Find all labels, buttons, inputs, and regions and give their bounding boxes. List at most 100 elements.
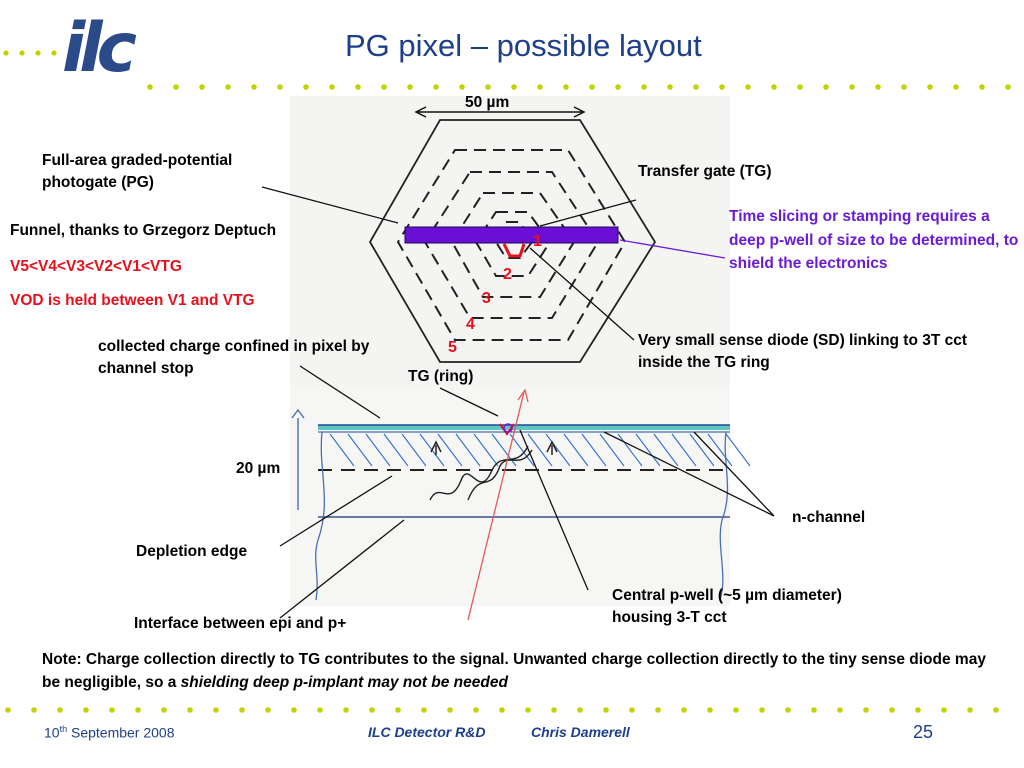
hatch-line xyxy=(671,433,697,467)
decorative-dot xyxy=(343,707,349,713)
decorative-dot xyxy=(251,84,257,90)
decorative-dot xyxy=(147,84,153,90)
decorative-dot xyxy=(225,84,231,90)
ring-number-5: 5 xyxy=(448,339,457,356)
label-time-slicing: Time slicing or stamping requires a deep… xyxy=(729,208,1019,272)
hatch-line xyxy=(599,433,625,467)
decorative-dot xyxy=(837,707,843,713)
decorative-dot xyxy=(771,84,777,90)
width-dimension-label: 50 µm xyxy=(465,94,510,111)
hatch-line xyxy=(635,433,661,467)
decorative-dot xyxy=(641,84,647,90)
decorative-dot xyxy=(109,707,115,713)
central-sense-diode-mark xyxy=(502,243,526,258)
hatch-line xyxy=(509,433,535,467)
top-dot-line-left xyxy=(3,50,57,56)
decorative-dot xyxy=(863,707,869,713)
decorative-dot xyxy=(745,84,751,90)
decorative-dot xyxy=(421,707,427,713)
decorative-dot xyxy=(239,707,245,713)
decorative-dot xyxy=(329,84,335,90)
decorative-dot xyxy=(941,707,947,713)
decorative-dot xyxy=(511,84,517,90)
decorative-dot xyxy=(83,707,89,713)
label-full-area-photogate: Full-area graded-potential photogate (PG… xyxy=(42,152,233,191)
decorative-dot xyxy=(1005,84,1011,90)
decorative-dot xyxy=(525,707,531,713)
decorative-dot xyxy=(901,84,907,90)
ring-number-1: 1 xyxy=(533,233,542,250)
slide-note: Note: Charge collection directly to TG c… xyxy=(42,648,1002,694)
hatch-line xyxy=(347,433,373,467)
decorative-dot xyxy=(967,707,973,713)
decorative-dot xyxy=(199,84,205,90)
hatch-line xyxy=(365,433,391,467)
decorative-dot xyxy=(499,707,505,713)
decorative-dot xyxy=(927,84,933,90)
decorative-dot xyxy=(785,707,791,713)
label-n-channel: n-channel xyxy=(792,509,866,526)
cross-section xyxy=(291,388,751,621)
decorative-dot xyxy=(615,84,621,90)
decorative-dot xyxy=(811,707,817,713)
width-dimension-arrow xyxy=(414,106,586,118)
pixel-diagram xyxy=(261,96,775,621)
hatch-line xyxy=(329,433,355,467)
hatch-line xyxy=(725,433,751,467)
decorative-dot xyxy=(187,707,193,713)
ring-number-3: 3 xyxy=(482,290,491,307)
hatch-line xyxy=(473,433,499,467)
cross-section-background xyxy=(290,386,730,606)
decorative-dot xyxy=(381,84,387,90)
decorative-dot xyxy=(303,84,309,90)
decorative-dot xyxy=(707,707,713,713)
decorative-dot xyxy=(733,707,739,713)
decorative-dot xyxy=(277,84,283,90)
hatch-line xyxy=(455,433,481,467)
hatch-line xyxy=(383,433,409,467)
decorative-dot xyxy=(5,707,11,713)
hatch-line xyxy=(563,433,589,467)
label-central-p-well: Central p-well (~5 µm diameter) housing … xyxy=(612,587,842,626)
decorative-dot xyxy=(291,707,297,713)
decorative-dot xyxy=(875,84,881,90)
footer-date: 10th September 2008 xyxy=(44,724,175,741)
label-interface: Interface between epi and p+ xyxy=(134,615,347,632)
decorative-dot xyxy=(849,84,855,90)
slide-title: PG pixel – possible layout xyxy=(345,28,702,63)
top-dot-line xyxy=(147,84,1011,90)
depth-dimension-label: 20 µm xyxy=(236,460,281,477)
decorative-dot xyxy=(889,707,895,713)
hatch-line xyxy=(401,433,427,467)
decorative-dot xyxy=(459,84,465,90)
decorative-dot xyxy=(563,84,569,90)
decorative-dot xyxy=(823,84,829,90)
hatch-line xyxy=(545,433,571,467)
pixel-outline-hexagon xyxy=(368,119,657,363)
label-tg-ring: TG (ring) xyxy=(408,368,474,385)
label-funnel: Funnel, thanks to Grzegorz Deptuch xyxy=(10,222,277,239)
decorative-dot xyxy=(135,707,141,713)
decorative-dot xyxy=(603,707,609,713)
decorative-dot xyxy=(473,707,479,713)
decorative-dot xyxy=(915,707,921,713)
time-slicing-leader xyxy=(619,239,726,259)
decorative-dot xyxy=(577,707,583,713)
decorative-dot xyxy=(57,707,63,713)
decorative-dot xyxy=(317,707,323,713)
label-vod: VOD is held between V1 and VTG xyxy=(10,292,255,309)
hatch-line xyxy=(437,433,463,467)
decorative-dot xyxy=(719,84,725,90)
label-channel-stop: collected charge confined in pixel by ch… xyxy=(98,338,370,377)
label-voltage-order: V5<V4<V3<V2<V1<VTG xyxy=(10,258,182,275)
decorative-dot xyxy=(161,707,167,713)
hatch-line xyxy=(689,433,715,467)
decorative-dot xyxy=(213,707,219,713)
note-text: Note: Charge collection directly to TG c… xyxy=(42,651,986,691)
decorative-dot xyxy=(31,707,37,713)
decorative-dot xyxy=(655,707,661,713)
ilc-logo: ilc xyxy=(62,9,137,88)
decorative-dot xyxy=(693,84,699,90)
decorative-dot xyxy=(993,707,999,713)
decorative-dot xyxy=(537,84,543,90)
